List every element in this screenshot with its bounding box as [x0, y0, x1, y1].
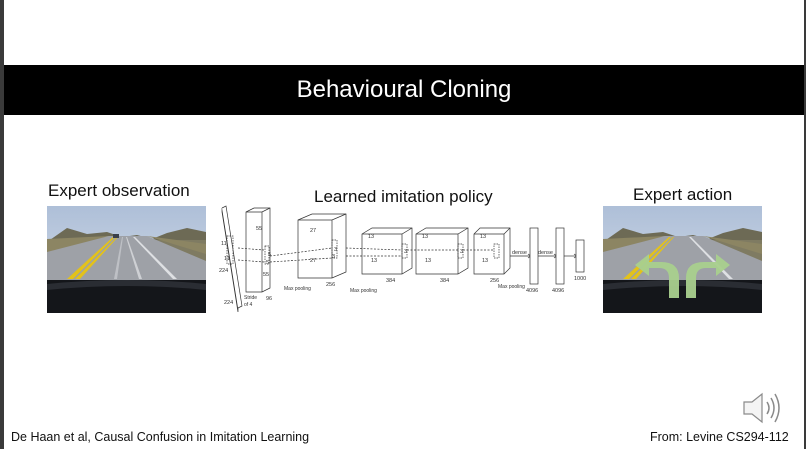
input-kernel-h: 11	[221, 241, 227, 247]
dense-label-1: dense	[512, 250, 527, 256]
svg-text:1000: 1000	[574, 276, 586, 282]
svg-text:384: 384	[440, 278, 449, 284]
svg-text:27: 27	[310, 258, 316, 264]
expert-observation-label: Expert observation	[48, 181, 190, 200]
svg-text:3: 3	[334, 247, 337, 253]
svg-text:3: 3	[460, 249, 463, 255]
title-bar: Behavioural Cloning	[4, 65, 804, 115]
svg-text:96: 96	[266, 296, 272, 302]
svg-text:256: 256	[326, 282, 335, 288]
dense-label-2: dense	[538, 250, 553, 256]
stride-label: Stride	[244, 295, 257, 301]
svg-text:3: 3	[404, 249, 407, 255]
citation-left: De Haan et al, Causal Confusion in Imita…	[11, 430, 310, 444]
svg-text:4096: 4096	[552, 288, 564, 294]
speaker-icon[interactable]	[740, 388, 786, 433]
svg-text:4096: 4096	[526, 288, 538, 294]
conv4-block: 13 13 384 3	[415, 227, 469, 284]
dense-layers: dense 4096 dense 4096 1000	[510, 227, 586, 294]
svg-text:13: 13	[425, 258, 431, 264]
expert-action-label: Expert action	[633, 185, 733, 204]
conv1-block: 55 55 96 Stride of 4 5 5	[244, 207, 272, 308]
expert-observation-image	[47, 206, 206, 313]
svg-text:13: 13	[371, 258, 377, 264]
svg-text:13: 13	[482, 258, 488, 264]
svg-text:384: 384	[386, 278, 395, 284]
window-edge	[0, 0, 4, 449]
cnn-architecture-diagram: 11 11 224 224 55 55 96 Stride of 4 5 5 2…	[219, 205, 586, 312]
svg-text:55: 55	[263, 272, 269, 278]
max-pool-label-1: Max pooling	[284, 286, 311, 292]
svg-text:13: 13	[422, 234, 428, 240]
conv2-block: 27 27 256 3 3 Max pooling	[284, 213, 347, 292]
learned-policy-label: Learned imitation policy	[314, 187, 493, 206]
expert-action-image	[603, 206, 762, 313]
svg-text:27: 27	[310, 228, 316, 234]
max-pool-label-2: Max pooling	[350, 288, 377, 294]
input-size: 224	[224, 300, 233, 306]
svg-text:13: 13	[480, 234, 486, 240]
citation-right: From: Levine CS294-112	[650, 430, 789, 444]
turn-arrows-icon	[635, 254, 730, 298]
input-kernel-w: 11	[224, 256, 230, 262]
svg-text:of 4: of 4	[244, 302, 253, 308]
input-height: 224	[219, 268, 228, 274]
svg-text:5: 5	[266, 260, 269, 266]
svg-text:3: 3	[332, 254, 335, 260]
svg-text:55: 55	[256, 226, 262, 232]
svg-text:256: 256	[490, 278, 499, 284]
conv5-block: 13 13 256 Max pooling	[473, 227, 525, 290]
input-layer: 11 11 224 224	[219, 205, 243, 312]
svg-text:13: 13	[368, 234, 374, 240]
svg-text:5: 5	[268, 252, 271, 258]
slide-title: Behavioural Cloning	[296, 76, 512, 103]
max-pool-label-3: Max pooling	[498, 284, 525, 290]
conv3-block: 13 13 384 3 Max pooling	[350, 227, 413, 294]
